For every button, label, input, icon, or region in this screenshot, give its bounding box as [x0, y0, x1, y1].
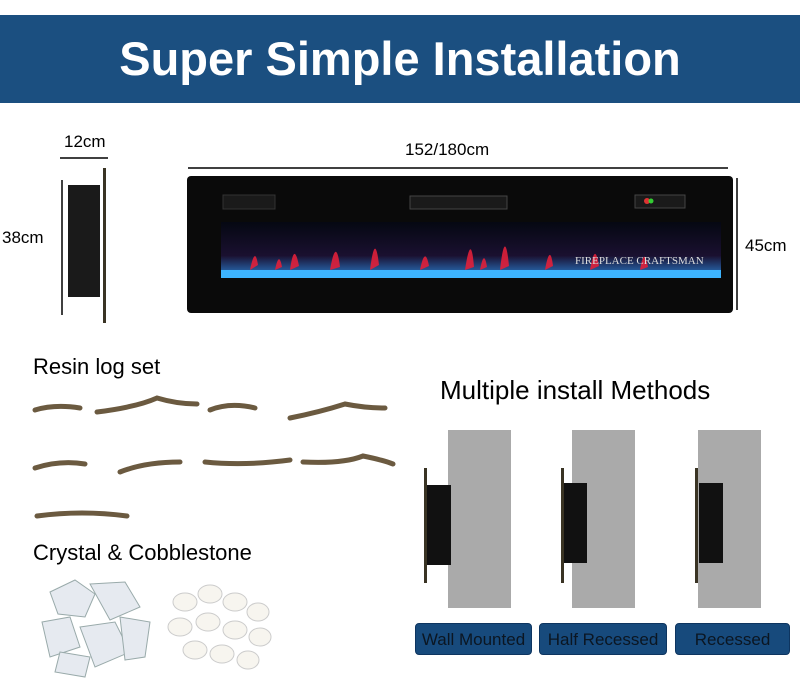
resin-logs-image — [32, 395, 396, 519]
page-title: Super Simple Installation — [119, 32, 681, 85]
fireplace-side-1 — [427, 485, 451, 565]
logs-heading: Resin log set — [33, 354, 161, 379]
side-view-diagram — [60, 157, 108, 323]
wall-mounted-button[interactable]: Wall Mounted — [415, 623, 532, 655]
front-height-label: 45cm — [745, 236, 787, 255]
depth-label: 12cm — [64, 132, 106, 151]
fireplace-side-2 — [563, 483, 587, 563]
width-label: 152/180cm — [405, 140, 490, 159]
side-height-label: 38cm — [2, 228, 44, 247]
front-plate-3 — [695, 468, 698, 583]
brand-watermark: FIREPLACE CRAFTSMAN — [575, 255, 704, 267]
front-plate-1 — [424, 468, 427, 583]
recessed-button[interactable]: Recessed — [675, 623, 790, 655]
front-plate-2 — [561, 468, 564, 583]
fireplace-side-3 — [699, 483, 723, 563]
wall-1 — [448, 430, 511, 608]
header-banner — [0, 15, 800, 103]
front-view-diagram: FIREPLACE CRAFTSMAN — [187, 167, 738, 313]
crystal-heading: Crystal & Cobblestone — [33, 540, 252, 565]
install-heading: Multiple install Methods — [440, 375, 711, 405]
crystal-cobblestone-image — [41, 579, 272, 678]
half-recessed-button[interactable]: Half Recessed — [539, 623, 667, 655]
